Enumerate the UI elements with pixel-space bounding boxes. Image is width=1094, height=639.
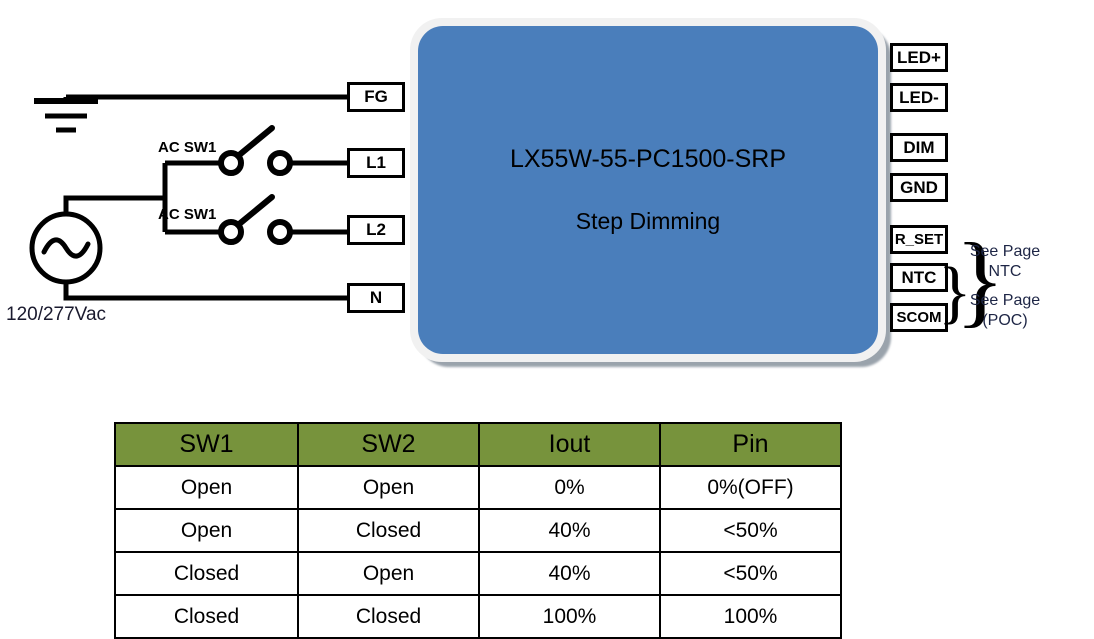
ac-sw1-lower-switch[interactable] — [218, 194, 347, 245]
driver-label-group: LX55W-55-PC1500-SRP Step Dimming — [418, 26, 878, 354]
terminal-led-negative[interactable]: LED- — [890, 83, 948, 112]
see-page-ntc-line2: NTC — [988, 263, 1022, 280]
cell-pin: 100% — [659, 594, 842, 639]
table-row: Closed Closed 100% 100% — [114, 594, 842, 639]
see-page-ntc-line1: See Page — [969, 243, 1041, 260]
terminal-n[interactable]: N — [347, 283, 405, 313]
see-page-ntc-annotation: See Page NTC — [970, 242, 1040, 282]
cell-iout: 0% — [478, 465, 661, 510]
terminal-gnd[interactable]: GND — [890, 173, 948, 202]
ac-sw1-upper-label: AC SW1 — [158, 139, 217, 156]
cell-iout: 40% — [478, 551, 661, 596]
dimming-truth-table: SW1 SW2 Iout Pin Open Open 0% 0%(OFF) Op… — [114, 422, 842, 639]
cell-iout: 40% — [478, 508, 661, 553]
ac-source-label: 120/277Vac — [6, 304, 107, 325]
table-row: Open Closed 40% <50% — [114, 508, 842, 553]
terminal-scom[interactable]: SCOM — [890, 303, 948, 332]
table-row: Open Open 0% 0%(OFF) — [114, 465, 842, 510]
terminal-fg[interactable]: FG — [347, 82, 405, 112]
see-page-poc-annotation: See Page (POC) — [970, 291, 1040, 331]
ac-source-icon — [29, 211, 103, 285]
terminal-l2[interactable]: L2 — [347, 215, 405, 245]
earth-ground-icon — [34, 98, 98, 133]
terminal-ntc[interactable]: NTC — [890, 263, 948, 292]
neutral-wire — [63, 282, 347, 301]
terminal-r-set[interactable]: R_SET — [890, 225, 948, 254]
brace-ntc-group-icon: } — [955, 222, 1005, 337]
driver-body — [418, 26, 878, 354]
cell-sw1: Open — [114, 508, 299, 553]
terminal-dim[interactable]: DIM — [890, 133, 948, 162]
cell-sw2: Closed — [297, 508, 480, 553]
column-header-sw2: SW2 — [297, 422, 480, 467]
table-row: Closed Open 40% <50% — [114, 551, 842, 596]
cell-iout: 100% — [478, 594, 661, 639]
terminal-l1[interactable]: L1 — [347, 148, 405, 178]
brace-poc-group-icon: } — [938, 254, 972, 331]
column-header-iout: Iout — [478, 422, 661, 467]
driver-model-name: LX55W-55-PC1500-SRP — [509, 145, 787, 173]
ac-sw1-upper-switch[interactable] — [218, 125, 347, 176]
cell-pin: 0%(OFF) — [659, 465, 842, 510]
cell-pin: <50% — [659, 508, 842, 553]
table-header-row: SW1 SW2 Iout Pin — [114, 422, 842, 467]
ac-sw1-lower-label: AC SW1 — [158, 206, 217, 223]
table-body: Open Open 0% 0%(OFF) Open Closed 40% <50… — [114, 465, 842, 639]
see-page-poc-line2: (POC) — [982, 312, 1028, 329]
cell-pin: <50% — [659, 551, 842, 596]
column-header-pin: Pin — [659, 422, 842, 467]
cell-sw1: Open — [114, 465, 299, 510]
cell-sw2: Closed — [297, 594, 480, 639]
terminal-led-positive[interactable]: LED+ — [890, 43, 948, 72]
cell-sw1: Closed — [114, 551, 299, 596]
fg-wire — [63, 94, 347, 100]
cell-sw2: Open — [297, 465, 480, 510]
driver-mode-label: Step Dimming — [575, 208, 721, 234]
cell-sw2: Open — [297, 551, 480, 596]
see-page-poc-line1: See Page — [969, 292, 1041, 309]
cell-sw1: Closed — [114, 594, 299, 639]
column-header-sw1: SW1 — [114, 422, 299, 467]
